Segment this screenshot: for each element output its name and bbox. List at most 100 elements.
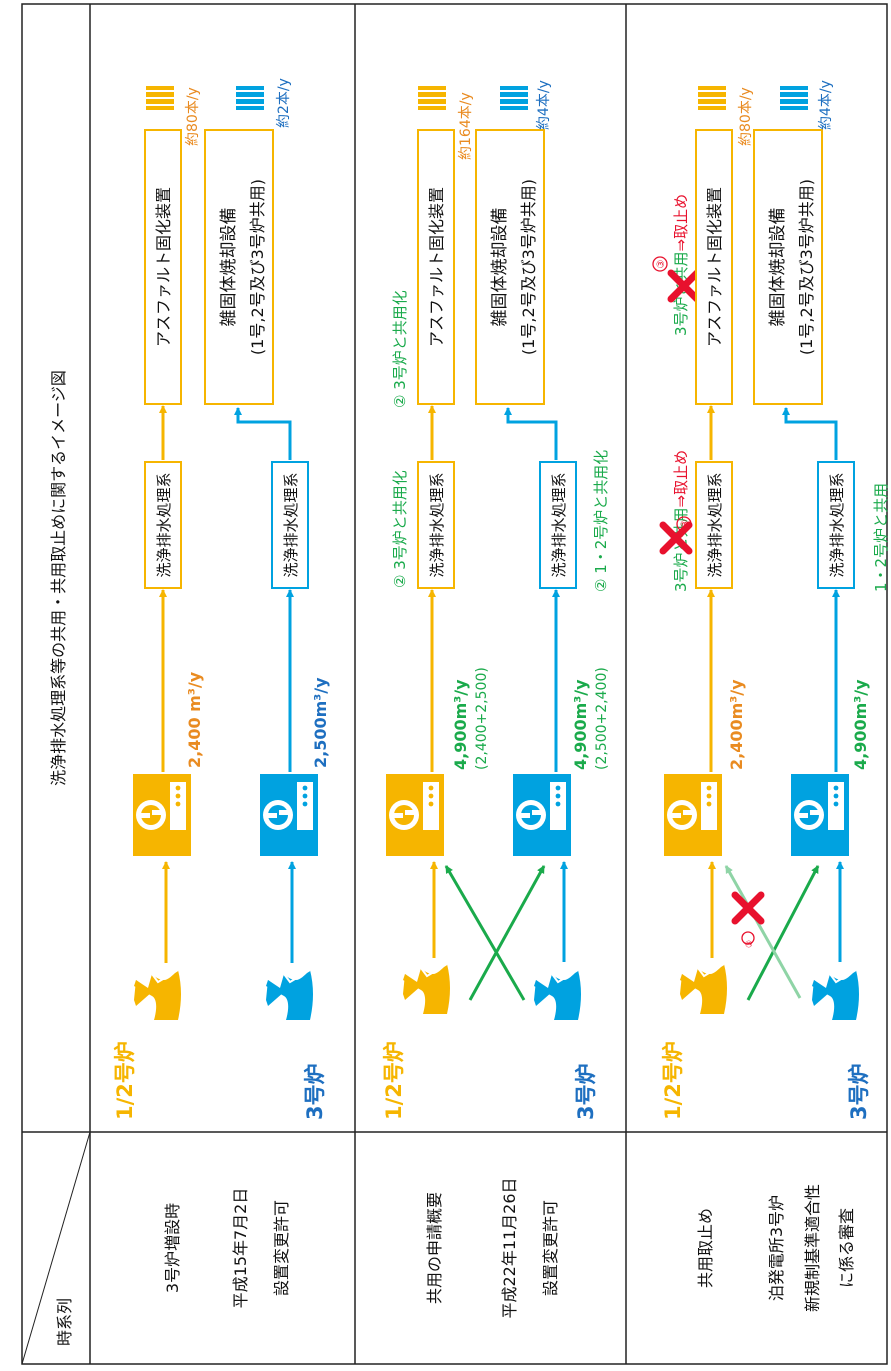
incinerator-label: 雑固体焼却設備 <box>219 208 239 327</box>
asphalt-solidification-box <box>144 129 182 405</box>
circle-number-icon <box>652 256 668 272</box>
incinerator-box <box>475 129 545 405</box>
incinerator-box <box>753 129 823 405</box>
drum-count: 約164本/y <box>458 92 474 160</box>
flow-label: 2,400 m³/y <box>185 671 204 768</box>
flow-detail: (2,500+2,400) <box>594 667 610 770</box>
corner-label: 時系列 <box>55 1298 74 1346</box>
drum-count: 約80本/y <box>738 87 754 146</box>
drum-icon <box>500 86 528 110</box>
circle-number: ③ <box>680 520 691 529</box>
unit12-label: 1/2号炉 <box>113 1041 137 1120</box>
washing-machine-icon <box>260 774 318 856</box>
arrow-icon <box>746 865 820 1001</box>
arrow-icon <box>724 865 802 999</box>
flow-label: 4,900m³/y <box>451 679 470 770</box>
drum-icon <box>146 86 174 110</box>
drum-icon <box>698 86 726 110</box>
garment-icon <box>402 963 451 1015</box>
header-column: 時系列 洗浄排水処理系等の共用・共用取止めに関するイメージ図 <box>49 370 74 1346</box>
section-2-diagram: 1/2号炉 3号炉 4,900m³/y (2,400+2,500) 4,900m… <box>382 80 610 1120</box>
period-name: 共用取止め <box>696 1208 715 1288</box>
period-name: 3号炉増設時 <box>163 1203 182 1293</box>
flow-label: 2,500m³/y <box>311 677 330 768</box>
share-note: ② 3号炉と共用化 <box>391 290 409 408</box>
wash-system-box-top <box>695 461 733 589</box>
incinerator-note: (1号,2号及び3号炉共用) <box>519 179 538 355</box>
wash-system-box-bottom <box>271 461 309 589</box>
arrow-icon <box>504 407 558 460</box>
incinerator-label: 雑固体焼却設備 <box>768 208 788 327</box>
circle-number-icon <box>741 931 755 945</box>
share-note: ② 1・2号炉と共用化 <box>592 450 610 592</box>
asphalt-label: アスファルト固化装置 <box>705 187 724 347</box>
drum-count: 約4本/y <box>818 80 834 130</box>
period-date: 平成15年7月2日 <box>231 1188 250 1309</box>
cross-mark-icon <box>735 895 761 921</box>
period-cell-2: 共用の申請概要 平成22年11月26日 設置変更許可 <box>425 1177 560 1318</box>
circle-number: ③ <box>745 940 755 948</box>
drum-icon <box>780 86 808 110</box>
period-date: 平成22年11月26日 <box>500 1177 519 1318</box>
asphalt-solidification-box <box>695 129 733 405</box>
period-line3: に係る審査 <box>837 1208 856 1288</box>
arrow-icon <box>468 865 546 1001</box>
period-permit: 設置変更許可 <box>272 1200 291 1296</box>
incinerator-box <box>204 129 274 405</box>
flow-detail: (2,400+2,500) <box>474 667 490 770</box>
incinerator-label: 雑固体焼却設備 <box>490 208 510 327</box>
wash-system-box-top <box>417 461 455 589</box>
drum-icon <box>418 86 446 110</box>
washing-machine-icon <box>791 774 849 856</box>
period-cell-3: 共用取止め 泊発電所3号炉 新規制基準適合性 に係る審査 <box>696 1184 856 1312</box>
period-cell-1: 3号炉増設時 平成15年7月2日 設置変更許可 <box>163 1188 291 1309</box>
unit3-label: 3号炉 <box>574 1063 598 1120</box>
unit3-label: 3号炉 <box>847 1063 871 1120</box>
arrow-icon <box>782 407 838 460</box>
drum-count: 約2本/y <box>276 78 292 128</box>
wash-system-box-bottom <box>539 461 577 589</box>
period-name: 共用の申請概要 <box>425 1192 444 1304</box>
incinerator-note: (1号,2号及び3号炉共用) <box>797 179 816 355</box>
share-note: 1・2号炉と共用 <box>872 483 890 592</box>
unit12-label: 1/2号炉 <box>661 1041 685 1120</box>
drum-count: 約4本/y <box>536 80 552 130</box>
garment-icon <box>811 969 860 1021</box>
period-permit: 設置変更許可 <box>541 1200 560 1296</box>
flow-label: 2,400m³/y <box>727 679 746 770</box>
flow-label: 4,900m³/y <box>571 679 590 770</box>
washing-machine-icon <box>513 774 571 856</box>
garment-icon <box>133 969 182 1021</box>
wash-system-label: 洗浄排水処理系 <box>428 472 446 577</box>
circle-number: ③ <box>656 260 667 269</box>
wash-system-label: 洗浄排水処理系 <box>550 472 568 577</box>
garment-icon <box>265 969 314 1021</box>
wash-system-label: 洗浄排水処理系 <box>706 472 724 577</box>
unit12-label: 1/2号炉 <box>382 1041 406 1120</box>
wash-system-box-bottom <box>817 461 855 589</box>
section-1-diagram: 1/2号炉 3号炉 2,400 m³/y 2,500m³/y 洗浄排水処理系 洗… <box>113 78 330 1120</box>
wash-system-label: 洗浄排水処理系 <box>828 472 846 577</box>
period-line1: 泊発電所3号炉 <box>767 1195 786 1301</box>
drum-count: 約80本/y <box>185 87 201 146</box>
unit3-label: 3号炉 <box>303 1063 327 1120</box>
arrow-icon <box>444 865 526 1001</box>
asphalt-solidification-box <box>417 129 455 405</box>
section-3-diagram: 1/2号炉 3号炉 ③ 2,400m³/y 4,900m³/y 洗浄排水処理系 … <box>652 80 890 1120</box>
cancel-note: 3号炉と共用⇒取止め <box>672 194 690 336</box>
circle-number-icon <box>676 516 692 532</box>
wash-system-label: 洗浄排水処理系 <box>155 472 173 577</box>
arrow-icon <box>234 407 292 460</box>
wash-system-box-top <box>144 461 182 589</box>
diagram-title: 洗浄排水処理系等の共用・共用取止めに関するイメージ図 <box>49 370 68 786</box>
garment-icon <box>533 969 582 1021</box>
drum-icon <box>236 86 264 110</box>
flow-label: 4,900m³/y <box>851 679 870 770</box>
washing-machine-icon <box>133 774 191 856</box>
wash-system-label: 洗浄排水処理系 <box>282 472 300 577</box>
table-frame <box>21 3 888 1365</box>
garment-icon <box>679 963 728 1015</box>
washing-machine-icon <box>664 774 722 856</box>
asphalt-label: アスファルト固化装置 <box>154 187 173 347</box>
